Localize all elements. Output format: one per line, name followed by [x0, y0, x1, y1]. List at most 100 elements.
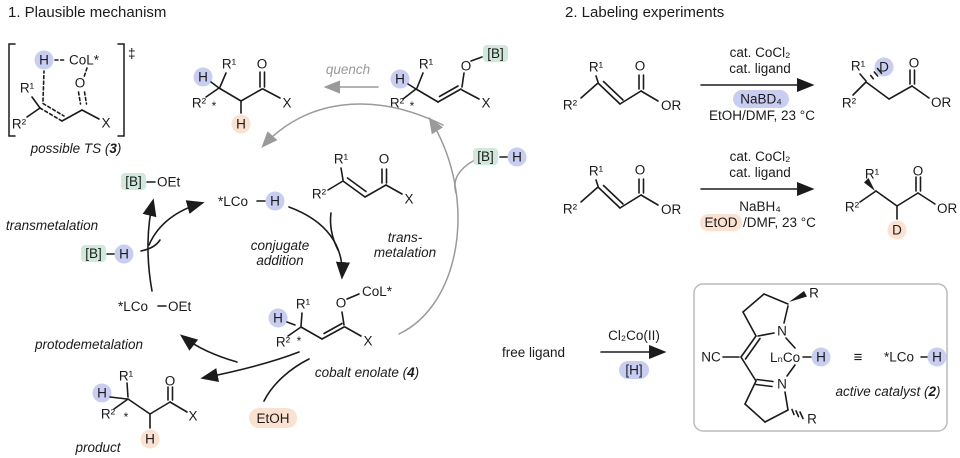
- boron-enolate-structure: H R¹ O [B] X R² *: [390, 45, 508, 113]
- atom-r1: R¹: [222, 57, 237, 72]
- labeling-substrate-1: R¹ O R² OR: [563, 59, 682, 114]
- condition-cl2co: Cl₂Co(II): [608, 328, 660, 343]
- reagent-nabd4: NaBD₄: [740, 92, 782, 107]
- cobalt-ethoxide: *LCo OEt: [118, 299, 192, 314]
- atom-r1: R¹: [334, 152, 349, 167]
- borane-left: [B] H: [81, 244, 134, 264]
- atom-x: X: [404, 192, 413, 207]
- reagent-nabh4: NaBH₄: [739, 199, 781, 214]
- atom-h: H: [932, 350, 942, 365]
- atom-r2: R²: [276, 335, 291, 350]
- stereocenter-star: *: [212, 99, 217, 113]
- active-catalyst-caption: active catalyst (2): [835, 384, 940, 399]
- atom-o: O: [909, 56, 920, 71]
- etoh-reagent: EtOH: [249, 408, 297, 428]
- atom-x: X: [363, 334, 372, 349]
- atom-or: OR: [931, 95, 952, 110]
- borane-feed-left: [140, 239, 161, 252]
- active-catalyst-structure: NC R N LₙCo H N R ≡ *LCo H active c: [701, 286, 947, 427]
- step-conjugate-addition2: addition: [256, 253, 303, 268]
- atom-d: D: [892, 223, 902, 238]
- lco-label: *LCo: [118, 299, 148, 314]
- atom-or: OR: [661, 202, 682, 217]
- etoh-highlight-orange: [249, 408, 297, 428]
- ethoxide-label: OEt: [157, 175, 181, 190]
- transmetalation-arc: [398, 116, 459, 335]
- atom-h: H: [119, 247, 129, 262]
- atom-x: X: [282, 96, 291, 111]
- atom-h: H: [270, 194, 280, 209]
- h-highlight-blue: [507, 147, 527, 167]
- atom-r1: R¹: [296, 297, 311, 312]
- b-highlight-green: [483, 45, 508, 62]
- col-label: CoL*: [362, 284, 393, 299]
- bold-wedge: [864, 178, 875, 191]
- section1-title: 1. Plausible mechanism: [8, 4, 166, 21]
- free-ligand-label: free ligand: [502, 345, 565, 360]
- enone-substrate-cycle: R¹ O R² X: [312, 152, 414, 207]
- atom-h: H: [816, 350, 826, 365]
- condition-ligand: cat. ligand: [729, 165, 791, 180]
- atom-h: H: [97, 386, 107, 401]
- ts-o: O: [75, 76, 86, 91]
- atom-o: O: [635, 163, 646, 178]
- h-highlight-blue: [34, 50, 54, 70]
- lcooet-release-arrow: [179, 334, 238, 363]
- h-highlight-blue: [193, 67, 213, 87]
- product-structure-top: H R¹ R² * O X H: [192, 57, 292, 134]
- boron-group: [B]: [477, 149, 494, 164]
- b-highlight-green: [81, 245, 106, 262]
- substituent-r: R: [809, 286, 819, 301]
- h-highlight-blue: [811, 347, 831, 367]
- etoh-label: EtOH: [256, 411, 289, 426]
- solvent-2: /DMF, 23 °C: [743, 215, 816, 230]
- boron-group: [B]: [125, 174, 142, 189]
- atom-or: OR: [937, 201, 958, 216]
- ts-col: CoL*: [69, 53, 100, 68]
- transmetalation-arrow: [142, 198, 157, 292]
- atom-h: H: [512, 150, 522, 165]
- ts-x: X: [101, 116, 110, 131]
- condition-cocl2: cat. CoCl₂: [730, 45, 791, 60]
- conjugate-addition-arrow: [288, 206, 350, 280]
- labeling-rxn2-conditions: cat. CoCl₂ cat. ligand NaBH₄ EtOD /DMF, …: [700, 149, 816, 231]
- catalyst-return-arc: [261, 103, 444, 148]
- cobalt-hydride: *LCo H: [218, 191, 285, 211]
- double-dagger: ‡: [128, 46, 136, 61]
- b-highlight-green: [473, 148, 498, 165]
- atom-r1: R¹: [589, 60, 604, 75]
- lco-label: *LCo: [884, 350, 914, 365]
- atom-or: OR: [661, 98, 682, 113]
- product-caption: product: [74, 440, 121, 455]
- step-transmetalation: transmetalation: [6, 218, 98, 233]
- lnco-label: LₙCo: [770, 350, 800, 365]
- step-protodemetalation: protodemetalation: [34, 337, 143, 352]
- atom-r2: R²: [192, 96, 207, 111]
- atom-o: O: [913, 164, 924, 179]
- atom-h: H: [395, 72, 405, 87]
- atom-h: H: [145, 432, 155, 447]
- section2-title: 2. Labeling experiments: [565, 4, 724, 21]
- atom-r1: R¹: [419, 57, 434, 72]
- etoh-feed: [263, 358, 310, 402]
- product-structure-bottom: H R¹ R² * O X H product: [74, 369, 197, 456]
- atom-d: D: [879, 60, 889, 75]
- b-highlight-green: [121, 173, 146, 190]
- condition-cocl2: cat. CoCl₂: [730, 149, 791, 164]
- condition-ligand: cat. ligand: [729, 61, 791, 76]
- solvent-etod: EtOD: [704, 215, 737, 230]
- atom-r2: R²: [101, 407, 116, 422]
- bold-wedge: [789, 291, 807, 302]
- cobalt-enolate-structure: CoL* O H R¹ R² * X cobalt enolate (4): [268, 284, 419, 380]
- atom-x: X: [481, 96, 490, 111]
- step-conjugate-addition: conjugate: [251, 238, 310, 253]
- atom-r2: R²: [845, 200, 860, 215]
- lco-label: *LCo: [218, 194, 248, 209]
- step-trans-metalation2: metalation: [374, 245, 436, 260]
- atom-h: H: [236, 117, 246, 132]
- atom-r2: R²: [563, 202, 578, 217]
- nitrile-group: NC: [701, 350, 721, 365]
- stereocenter-star: *: [410, 99, 415, 113]
- atom-x: X: [188, 409, 197, 424]
- substrate-feed: [329, 212, 339, 251]
